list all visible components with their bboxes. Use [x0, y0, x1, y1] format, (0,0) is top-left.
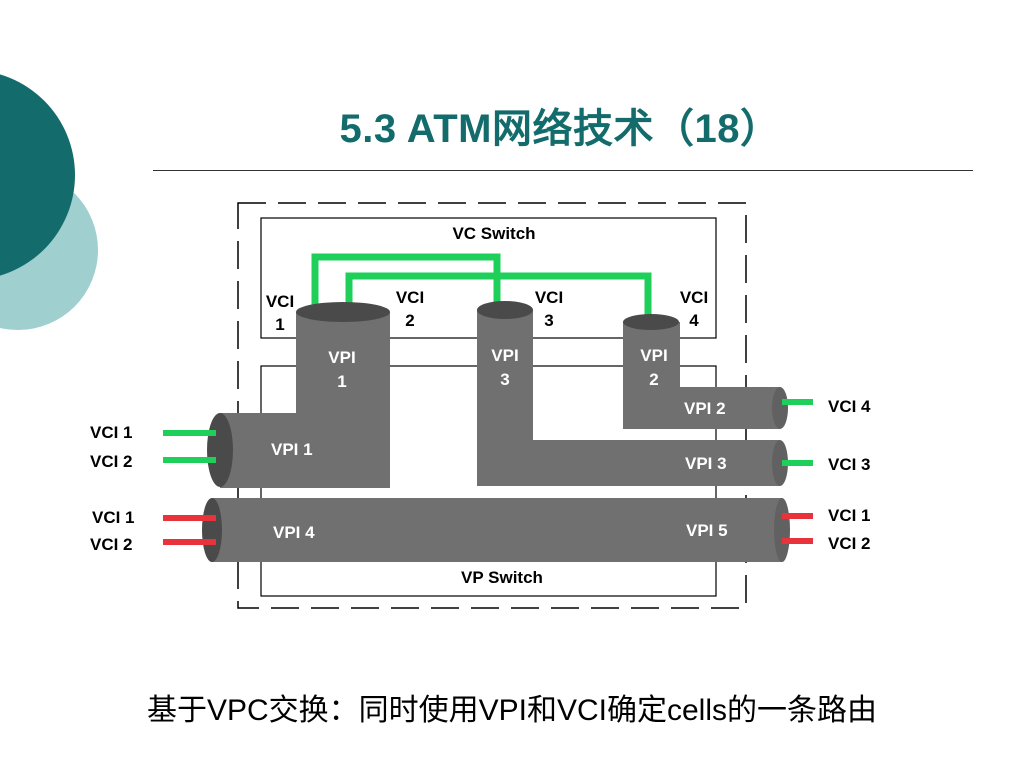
- decorative-circles: [0, 74, 98, 330]
- vc-link-1-3: [311, 253, 501, 316]
- pipe-vpi1-left-end: [207, 413, 233, 487]
- left-label-red-vci1: VCI 1: [92, 508, 135, 527]
- left-label-green-vci2: VCI 2: [90, 452, 133, 471]
- vpi2-pipe-label: VPI 2: [684, 399, 726, 418]
- right-label-red-vci2: VCI 2: [828, 534, 871, 553]
- vc-port-3-label-top: VCI: [535, 288, 563, 307]
- switch-boundary: [237, 202, 747, 609]
- vpi3-pipe-label: VPI 3: [685, 454, 727, 473]
- vpi2-vertical-label-top: VPI: [640, 346, 667, 365]
- page-title: 5.3 ATM网络技术（18）: [339, 107, 781, 151]
- vc-port-4-label-top: VCI: [680, 288, 708, 307]
- vc-port-1-label-top: VCI: [266, 292, 294, 311]
- vc-port-2-label-bottom: 2: [405, 311, 414, 330]
- right-label-green-vci4: VCI 4: [828, 397, 871, 416]
- vc-port-3-label-bottom: 3: [544, 311, 553, 330]
- vpi1-vertical-label-bottom: 1: [337, 372, 346, 391]
- pipe-vpi2: [623, 322, 780, 429]
- pipe-vpi2-right-end: [772, 387, 788, 429]
- left-label-red-vci2: VCI 2: [90, 535, 133, 554]
- vpi1-vertical-label-top: VPI: [328, 348, 355, 367]
- vc-port-1-label-bottom: 1: [275, 315, 284, 334]
- vpi5-pipe-label: VPI 5: [686, 521, 728, 540]
- vc-port-2-label-top: VCI: [396, 288, 424, 307]
- pipe-vpi5-right-end: [774, 498, 790, 562]
- pipe-vpi2-top-end: [623, 314, 679, 330]
- vpi3-vertical-label-bottom: 3: [500, 370, 509, 389]
- right-label-red-vci1: VCI 1: [828, 506, 871, 525]
- vc-port-4-label-bottom: 4: [689, 311, 699, 330]
- vp-switch-label: VP Switch: [461, 568, 543, 587]
- left-label-green-vci1: VCI 1: [90, 423, 133, 442]
- pipe-vpi1-top-end: [296, 302, 390, 322]
- dark-teal-circle: [0, 74, 75, 276]
- pipe-vpi3-right-end: [772, 440, 788, 486]
- pipe-vpi4-left-end: [202, 498, 222, 562]
- vpi3-vertical-label-top: VPI: [491, 346, 518, 365]
- vc-switch-label: VC Switch: [452, 224, 535, 243]
- pipe-vpi3: [477, 310, 780, 486]
- slide-caption: 基于VPC交换：同时使用VPI和VCI确定cells的一条路由: [146, 694, 878, 727]
- right-label-green-vci3: VCI 3: [828, 455, 871, 474]
- title-divider: [153, 170, 973, 171]
- pipe-vpi3-top-end: [477, 301, 533, 319]
- vpi2-vertical-label-bottom: 2: [649, 370, 658, 389]
- vc-link-2-4: [345, 272, 652, 326]
- vpi4-pipe-label: VPI 4: [273, 523, 315, 542]
- pipe-vpi1: [220, 312, 390, 488]
- vpi1-pipe-label: VPI 1: [271, 440, 313, 459]
- pipe-vpi4-vpi5: [212, 498, 782, 562]
